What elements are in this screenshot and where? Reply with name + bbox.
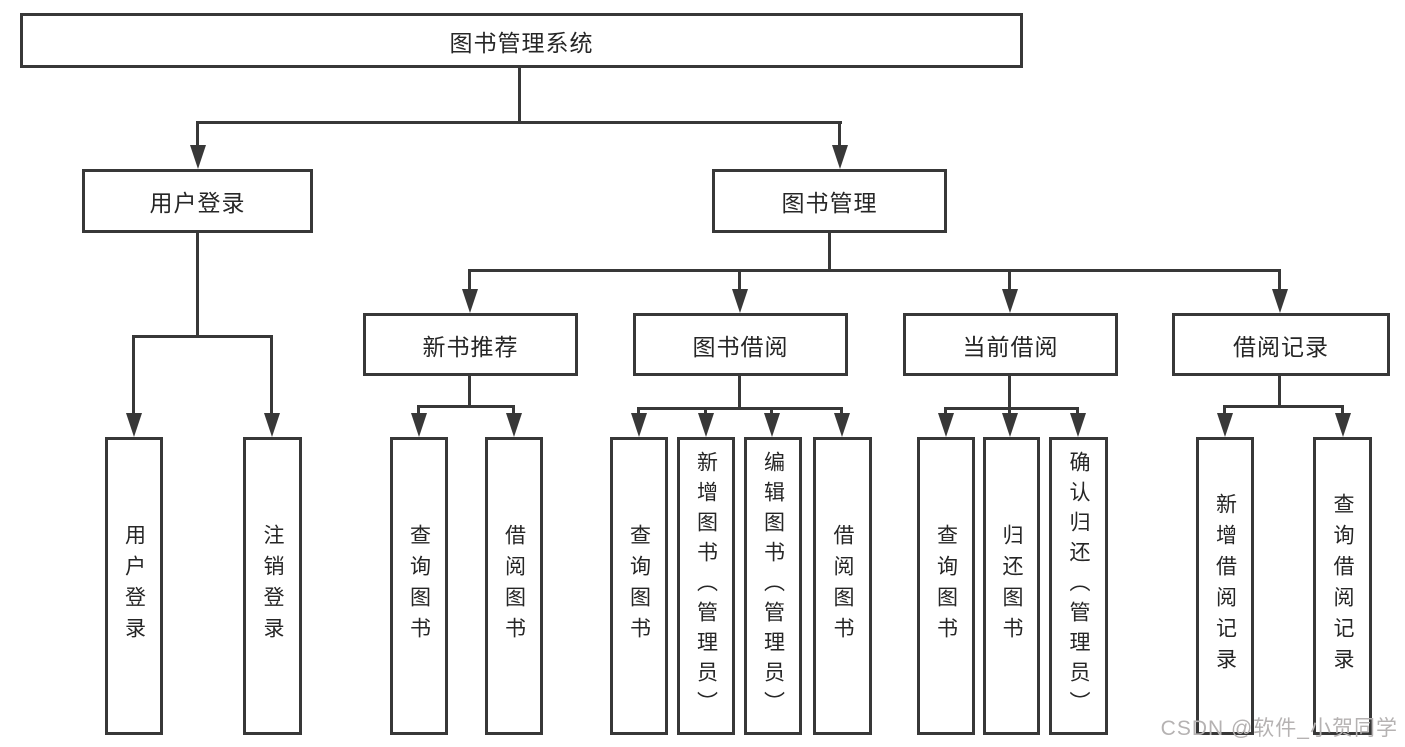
node-edit-books-admin-label: 编辑图书（管理员） bbox=[761, 451, 785, 721]
connector-current-borrow-stem bbox=[1008, 376, 1011, 409]
node-add-books-admin-label: 新增图书（管理员） bbox=[694, 451, 718, 721]
node-current-borrowing-label: 当前借阅 bbox=[962, 333, 1059, 360]
node-borrow-books-borrowing: 借阅图书 bbox=[813, 437, 872, 735]
arrow-to-cb-query bbox=[938, 413, 954, 437]
node-current-borrowing: 当前借阅 bbox=[903, 313, 1118, 376]
node-library-system: 图书管理系统 bbox=[20, 13, 1023, 68]
connector-drop-cb-return bbox=[1008, 407, 1011, 415]
connector-drop-bb-add bbox=[704, 407, 707, 415]
node-new-book-recommend-label: 新书推荐 bbox=[422, 333, 519, 360]
node-borrowing-records: 借阅记录 bbox=[1172, 313, 1390, 376]
node-query-books-current-label: 查询图书 bbox=[934, 524, 958, 648]
node-book-management: 图书管理 bbox=[712, 169, 947, 233]
node-query-books-current: 查询图书 bbox=[917, 437, 975, 735]
node-user-login-leaf: 用户登录 bbox=[105, 437, 163, 735]
arrow-to-book-management bbox=[832, 145, 848, 169]
node-borrow-books-recommend-label: 借阅图书 bbox=[502, 524, 526, 648]
connector-drop-bb-edit bbox=[770, 407, 773, 415]
node-return-books: 归还图书 bbox=[983, 437, 1040, 735]
node-user-login: 用户登录 bbox=[82, 169, 313, 233]
node-query-books-recommend: 查询图书 bbox=[390, 437, 448, 735]
arrow-to-bb-query bbox=[631, 413, 647, 437]
connector-user-login-hline bbox=[132, 335, 273, 338]
connector-drop-cb-confirm bbox=[1076, 407, 1079, 415]
arrow-to-br-add bbox=[1217, 413, 1233, 437]
arrow-to-nb-query bbox=[411, 413, 427, 437]
csdn-watermark: CSDN @软件_小贺同学 bbox=[1160, 717, 1398, 740]
node-borrowing-records-label: 借阅记录 bbox=[1233, 333, 1329, 360]
node-add-borrow-record-label: 新增借阅记录 bbox=[1213, 493, 1237, 679]
node-edit-books-admin: 编辑图书（管理员） bbox=[744, 437, 802, 735]
connector-drop-book-management bbox=[838, 121, 841, 149]
node-add-borrow-record: 新增借阅记录 bbox=[1196, 437, 1254, 735]
connector-borrow-records-stem bbox=[1278, 376, 1281, 407]
node-confirm-return-admin-label: 确认归还（管理员） bbox=[1067, 451, 1090, 721]
connector-drop-nb-query bbox=[417, 405, 420, 415]
arrow-to-book-borrow bbox=[732, 289, 748, 313]
node-book-management-label: 图书管理 bbox=[781, 190, 878, 216]
connector-book-borrow-hline bbox=[637, 407, 843, 410]
connector-root-stem bbox=[518, 68, 521, 121]
arrow-to-nb-borrow bbox=[506, 413, 522, 437]
connector-root-hline bbox=[196, 121, 842, 124]
connector-user-login-stem bbox=[196, 233, 199, 337]
connector-borrow-records-hline bbox=[1223, 405, 1344, 408]
connector-book-mgmt-stem bbox=[828, 233, 831, 271]
connector-drop-user-login bbox=[196, 121, 199, 149]
connector-drop-book-borrow bbox=[738, 269, 741, 291]
connector-new-book-rec-stem bbox=[468, 376, 471, 407]
node-borrow-books-recommend: 借阅图书 bbox=[485, 437, 543, 735]
arrow-to-br-query bbox=[1335, 413, 1351, 437]
node-query-books-borrowing-label: 查询图书 bbox=[627, 524, 651, 648]
connector-drop-bb-query bbox=[637, 407, 640, 415]
node-query-books-recommend-label: 查询图书 bbox=[407, 524, 431, 648]
connector-drop-nb-borrow bbox=[512, 405, 515, 415]
arrow-to-borrow-records bbox=[1272, 289, 1288, 313]
node-logout-leaf-label: 注销登录 bbox=[261, 524, 284, 648]
arrow-to-bb-edit bbox=[764, 413, 780, 437]
node-return-books-label: 归还图书 bbox=[1000, 524, 1023, 648]
connector-drop-logout bbox=[270, 335, 273, 415]
node-query-borrow-record-label: 查询借阅记录 bbox=[1331, 493, 1354, 679]
connector-current-borrow-hline bbox=[944, 407, 1079, 410]
connector-drop-new-book-rec bbox=[468, 269, 471, 291]
node-add-books-admin: 新增图书（管理员） bbox=[677, 437, 735, 735]
connector-drop-br-add bbox=[1223, 405, 1226, 415]
arrow-to-logout bbox=[264, 413, 280, 437]
node-confirm-return-admin: 确认归还（管理员） bbox=[1049, 437, 1108, 735]
arrow-to-new-book-rec bbox=[462, 289, 478, 313]
arrow-to-cb-confirm bbox=[1070, 413, 1086, 437]
connector-book-borrow-stem bbox=[738, 376, 741, 409]
node-query-borrow-record: 查询借阅记录 bbox=[1313, 437, 1372, 735]
arrow-to-user-login bbox=[190, 145, 206, 169]
arrow-to-cb-return bbox=[1002, 413, 1018, 437]
node-book-borrowing-label: 图书借阅 bbox=[692, 333, 789, 360]
connector-drop-cb-query bbox=[944, 407, 947, 415]
arrow-to-user-login-leaf bbox=[126, 413, 142, 437]
connector-drop-bb-borrow bbox=[840, 407, 843, 415]
arrow-to-bb-add bbox=[698, 413, 714, 437]
arrow-to-current-borrow bbox=[1002, 289, 1018, 313]
node-query-books-borrowing: 查询图书 bbox=[610, 437, 668, 735]
node-user-login-label: 用户登录 bbox=[149, 190, 246, 216]
node-borrow-books-borrowing-label: 借阅图书 bbox=[831, 524, 854, 648]
connector-new-book-rec-hline bbox=[417, 405, 515, 408]
node-user-login-leaf-label: 用户登录 bbox=[122, 524, 146, 648]
node-book-borrowing: 图书借阅 bbox=[633, 313, 848, 376]
node-library-system-label: 图书管理系统 bbox=[449, 29, 594, 56]
connector-drop-user-login-leaf bbox=[132, 335, 135, 415]
connector-drop-br-query bbox=[1341, 405, 1344, 415]
node-new-book-recommend: 新书推荐 bbox=[363, 313, 578, 376]
node-logout-leaf: 注销登录 bbox=[243, 437, 302, 735]
connector-drop-current-borrow bbox=[1008, 269, 1011, 291]
connector-drop-borrow-records bbox=[1278, 269, 1281, 291]
connector-book-mgmt-hline bbox=[468, 269, 1281, 272]
arrow-to-bb-borrow bbox=[834, 413, 850, 437]
